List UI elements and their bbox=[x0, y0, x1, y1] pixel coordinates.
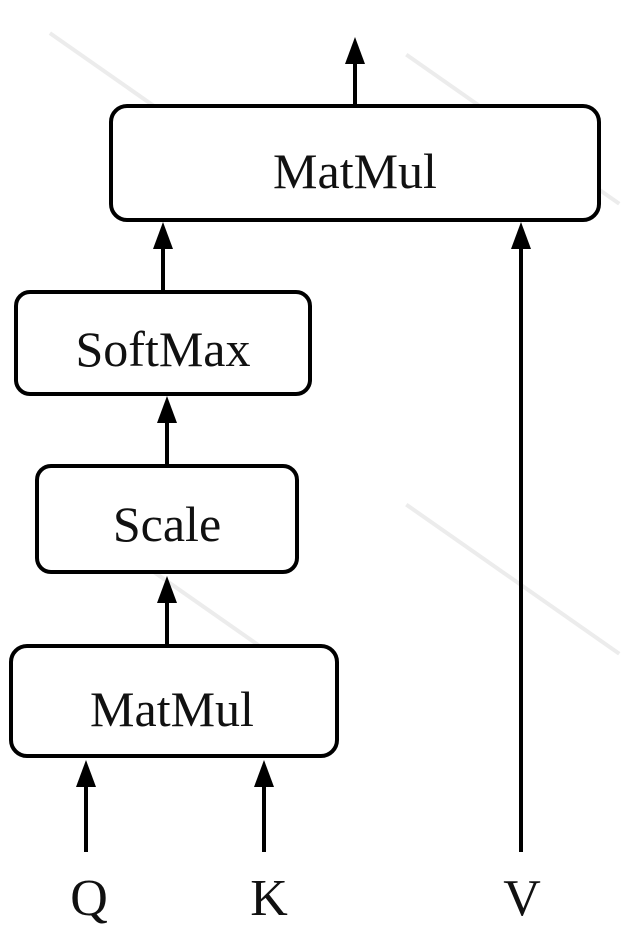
edge-scale-to-softmax bbox=[157, 396, 177, 466]
edge-matmul-to-scale bbox=[157, 576, 177, 646]
node-scale: Scale bbox=[35, 464, 299, 574]
node-label-matmul-bottom: MatMul bbox=[90, 681, 254, 737]
edge-k-to-matmul bbox=[254, 760, 274, 852]
node-matmul-bottom: MatMul bbox=[9, 644, 339, 758]
arrow-head bbox=[76, 760, 96, 787]
node-box bbox=[9, 644, 339, 758]
node-label-softmax: SoftMax bbox=[76, 321, 251, 377]
node-box bbox=[109, 104, 601, 222]
watermark-stroke bbox=[405, 502, 621, 656]
arrow-head bbox=[254, 760, 274, 787]
node-label-matmul-top: MatMul bbox=[273, 143, 437, 199]
input-label-v: V bbox=[503, 870, 541, 927]
edge-softmax-to-matmul bbox=[153, 222, 173, 292]
node-box bbox=[14, 290, 312, 396]
edge-q-to-matmul bbox=[76, 760, 96, 852]
node-softmax: SoftMax bbox=[14, 290, 312, 396]
node-matmul-top: MatMul bbox=[109, 104, 601, 222]
edge-v-to-matmul bbox=[511, 222, 531, 852]
input-label-k: K bbox=[250, 870, 288, 927]
edge-output bbox=[345, 37, 365, 106]
arrow-head bbox=[345, 37, 365, 64]
input-label-q: Q bbox=[70, 870, 108, 927]
arrow-head bbox=[157, 576, 177, 603]
node-label-scale: Scale bbox=[113, 496, 221, 552]
node-box bbox=[35, 464, 299, 574]
arrow-head bbox=[511, 222, 531, 249]
arrow-head bbox=[153, 222, 173, 249]
arrow-head bbox=[157, 396, 177, 423]
